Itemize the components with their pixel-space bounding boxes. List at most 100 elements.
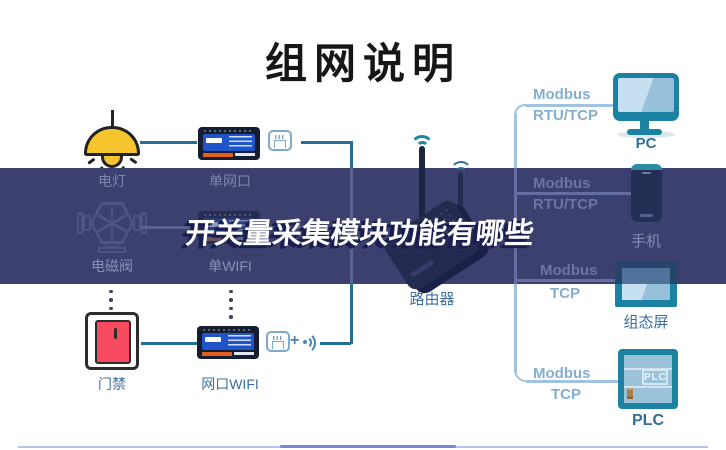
door-handle [114, 328, 117, 339]
router-wifi-arc-large-2 [450, 161, 472, 183]
plc-icon: PLC [618, 349, 678, 409]
module-sliver [234, 352, 254, 355]
router-front-dash [410, 259, 435, 278]
plc-line [624, 386, 672, 388]
ethernet-port-pins [275, 135, 284, 139]
pc-stand-neck [640, 120, 649, 130]
valve-base [98, 247, 126, 253]
ethernet-port-inner [274, 140, 286, 148]
pc-stand-foot [627, 129, 662, 135]
module-chip [205, 337, 221, 342]
valve-pipe-right [133, 215, 141, 231]
protocol-plc-line2: TCP [551, 386, 581, 403]
protocol-hmi-line1: Modbus [540, 262, 598, 279]
branch-line-plc [526, 380, 618, 383]
pc-icon [613, 73, 679, 121]
ethernet-port-inner [272, 341, 284, 349]
connector-door-module [141, 342, 197, 345]
trunk-line-bottom [514, 284, 517, 372]
module-orange-strip [202, 352, 232, 356]
lamp-ray [87, 157, 96, 165]
pc-screen [618, 78, 674, 112]
footer-divider-accent [280, 444, 456, 448]
label-plc: PLC [632, 412, 664, 429]
connector-module-bus-mid [262, 226, 351, 229]
trunk-line-top [514, 114, 517, 168]
module-ticks [204, 130, 254, 132]
protocol-plc-line1: Modbus [533, 365, 591, 382]
branch-line-hmi [516, 279, 615, 282]
connector-valve-module [142, 226, 198, 229]
hmi-screen-dimmed-top [615, 261, 677, 284]
page-title: 组网说明 [264, 40, 461, 87]
wifi-arc-large [294, 331, 316, 354]
module-chip [206, 222, 222, 227]
bus-line-mid-dim [350, 168, 353, 284]
connector-wifi-bus [320, 342, 351, 345]
router-antenna-left [419, 146, 425, 228]
plc-chip-label: PLC [642, 369, 668, 385]
phone-top-strip [631, 164, 662, 170]
bus-line-mid-bottom [350, 284, 353, 344]
protocol-phone-line2: RTU/TCP [533, 196, 598, 213]
module-text-lines [229, 136, 252, 148]
label-phone: 手机 [630, 233, 661, 250]
ethernet-port-icon [268, 130, 292, 151]
ethernet-port-pins [273, 336, 282, 340]
valve-cap-right [141, 212, 147, 234]
dtu-module-wifi [198, 211, 260, 244]
protocol-pc-line1: Modbus [533, 86, 591, 103]
valve-cap-left [77, 212, 83, 234]
phone-icon [631, 164, 662, 222]
module-sliver [235, 237, 255, 240]
branch-line-phone [516, 192, 631, 195]
label-module-eth-wifi: 网口WIFI [201, 376, 259, 392]
label-module-wifi: 单WIFI [208, 258, 252, 274]
router-antenna-right [458, 172, 463, 242]
lamp-icon [84, 126, 140, 156]
module-ticks [204, 214, 254, 216]
connector-router-trunk [468, 226, 515, 229]
branch-line-pc [525, 104, 613, 107]
module-panel [203, 134, 255, 151]
access-control-door-icon [85, 312, 139, 370]
lamp-ray [129, 157, 138, 165]
router-wifi-arc-large [410, 135, 434, 159]
protocol-pc-line2: RTU/TCP [533, 107, 598, 124]
module-text-lines [229, 220, 252, 232]
module-panel [203, 218, 255, 235]
dtu-module-eth-wifi [197, 326, 259, 359]
bus-line-mid-top [350, 141, 353, 169]
module-orange-strip [203, 237, 233, 241]
connector-lamp-module [140, 141, 197, 144]
label-hmi: 组态屏 [623, 314, 669, 331]
lamp-cord [111, 110, 114, 127]
module-ticks [203, 329, 253, 331]
ethernet-port-icon [266, 331, 290, 352]
phone-speaker [642, 172, 651, 174]
banner-title: 开关量采集模块功能有哪些 [183, 218, 536, 250]
protocol-hmi-line2: TCP [550, 285, 580, 302]
connector-module-bus [301, 141, 351, 144]
label-lamp: 电灯 [98, 173, 126, 189]
trunk-bottom-curve [514, 370, 526, 382]
label-door: 门禁 [98, 376, 126, 392]
door-panel [95, 320, 131, 364]
trunk-line-dim [514, 168, 517, 284]
module-text-lines [228, 335, 251, 347]
dtu-module-ethernet [198, 127, 260, 160]
label-valve: 电磁阀 [91, 258, 133, 274]
module-sliver [235, 153, 255, 156]
protocol-phone-line1: Modbus [533, 175, 591, 192]
plc-connector [627, 388, 633, 399]
module-panel [202, 333, 254, 350]
label-router: 路由器 [409, 291, 455, 308]
label-module-ethernet: 单网口 [209, 173, 251, 189]
trunk-top-curve [514, 104, 525, 115]
module-orange-strip [203, 153, 233, 157]
phone-home-bar [640, 214, 653, 217]
ellipsis-dots-middle [229, 287, 233, 321]
module-chip [206, 138, 222, 143]
valve-pipe-left [83, 215, 91, 231]
